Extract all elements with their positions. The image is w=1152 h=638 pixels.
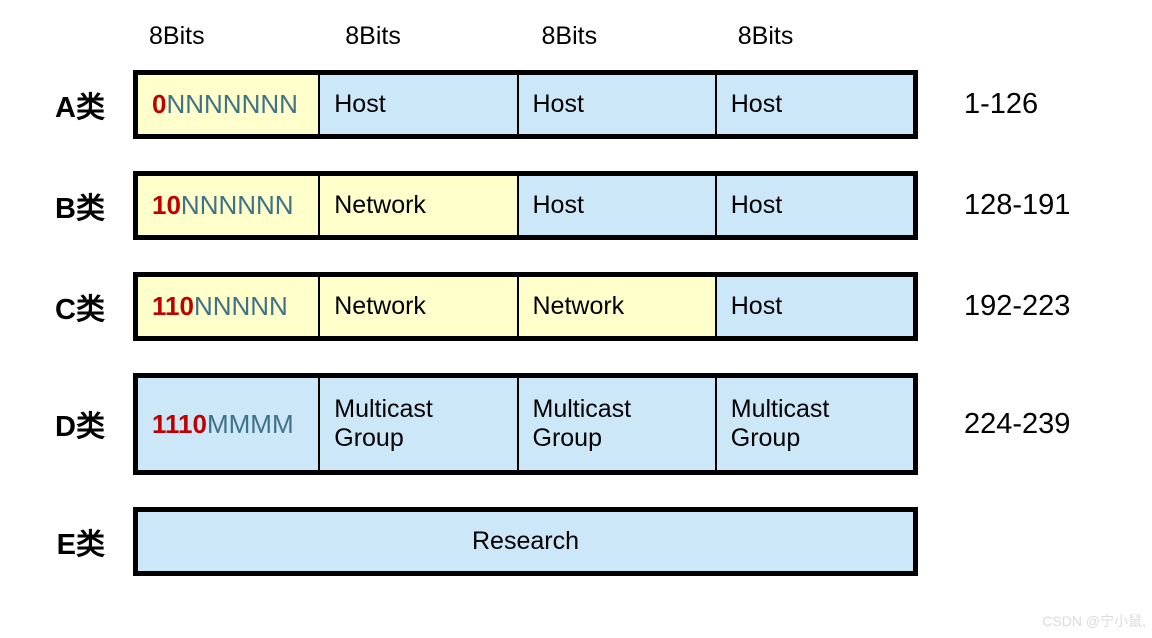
- header-spacer: [0, 20, 133, 52]
- bit-prefix: 110: [152, 291, 194, 322]
- octet-cell-c-4: Host: [714, 277, 913, 336]
- octet-cell-d-2: Multicast Group: [318, 378, 517, 470]
- octet-cell-a-4: Host: [714, 75, 913, 134]
- class-label-d: D类: [55, 411, 105, 443]
- bit-width-label-4: 8Bits: [737, 22, 794, 50]
- decimal-range-c: 192-223: [964, 290, 1071, 322]
- octet-cell-e-1: Research: [138, 512, 913, 571]
- bit-width-label-2: 8Bits: [345, 22, 401, 50]
- bit-width-header-row: 8Bits 8Bits 8Bits 8Bits: [0, 20, 1152, 52]
- bit-width-label-1: 8Bits: [149, 22, 205, 50]
- bit-headers: 8Bits 8Bits 8Bits 8Bits: [133, 20, 918, 52]
- class-label-e: E类: [56, 528, 105, 561]
- bit-letters: NNNNN: [193, 291, 288, 322]
- bit-width-label-3: 8Bits: [541, 22, 598, 50]
- bit-letters: MMMM: [206, 408, 294, 439]
- decimal-range-a: 1-126: [964, 88, 1039, 120]
- bit-letters: NNNNNN: [180, 190, 294, 221]
- octet-cell-a-3: Host: [516, 75, 715, 134]
- octet-cell-d-4: Multicast Group: [714, 378, 913, 470]
- decimal-range-e: [918, 507, 1152, 576]
- class-label-a: A类: [55, 91, 105, 124]
- bit-prefix: 1110: [152, 408, 207, 439]
- decimal-range-d: 224-239: [964, 407, 1071, 440]
- class-label-b: B类: [55, 192, 105, 225]
- octet-cell-b-4: Host: [714, 176, 913, 235]
- octet-cell-c-2: Network: [318, 277, 517, 336]
- octet-cell-d-3: Multicast Group: [516, 378, 715, 470]
- class-row-e: E类 Research: [0, 507, 1152, 576]
- bit-prefix: 0: [152, 89, 167, 120]
- octet-cell-c-3: Network: [516, 277, 715, 336]
- octet-cell-b-2: Network: [318, 176, 517, 235]
- decimal-range-b: 128-191: [964, 189, 1071, 221]
- octet-cell-b-3: Host: [516, 176, 715, 235]
- class-label-c: C类: [55, 293, 105, 326]
- octet-cell-a-2: Host: [318, 75, 517, 134]
- bit-letters: NNNNNNN: [166, 89, 298, 120]
- octet-box-e: Research: [133, 507, 918, 576]
- bit-prefix: 10: [152, 190, 181, 221]
- csdn-watermark: CSDN @宁小鼠,: [1042, 613, 1146, 629]
